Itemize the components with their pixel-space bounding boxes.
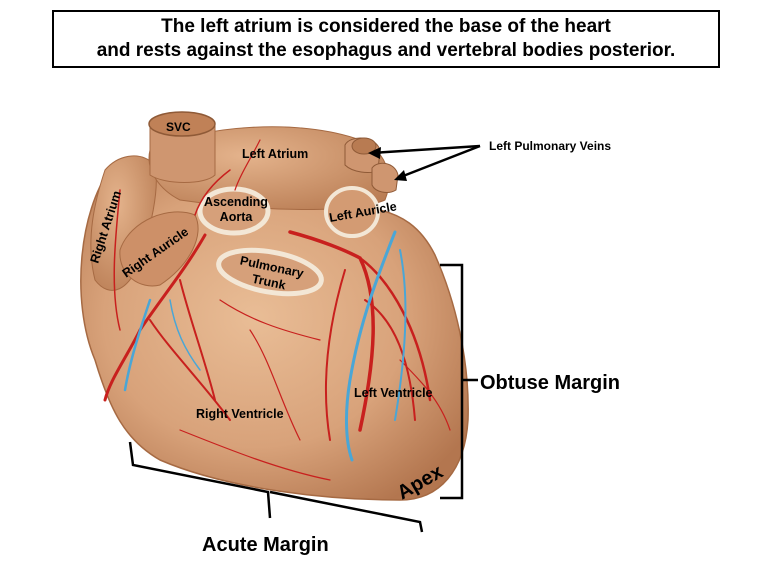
pulmonary-vein-opening-upper [351,137,377,155]
left-pulmonary-vein-lower [371,162,399,193]
pulmonary-vein-arrow-upper [371,144,481,155]
cardiac-veins [123,230,407,462]
right-auricle [119,211,199,287]
label-pulmonary-trunk-2: Trunk [251,272,287,293]
obtuse-margin-bracket [440,263,478,500]
ascending-aorta-rim [197,186,271,236]
svc-vessel [149,123,216,183]
caption-line-2: and rests against the esophagus and vert… [96,40,676,61]
left-auricle-rim [324,186,380,238]
label-left-pulmonary-veins: Left Pulmonary Veins [489,139,611,153]
label-left-ventricle: Left Ventricle [354,386,433,400]
label-ascending-aorta-1: Ascending [204,195,268,209]
label-ascending-aorta-2: Aorta [220,210,254,224]
pulmonary-trunk-rim [216,247,324,297]
label-left-atrium: Left Atrium [242,147,308,161]
heart-illustration [80,111,469,501]
label-acute-margin: Acute Margin [202,534,329,556]
label-right-ventricle: Right Ventricle [196,407,284,421]
acute-margin-bracket [128,441,424,533]
annotation-lines [128,144,481,533]
arrowheads [368,147,407,181]
label-obtuse-margin: Obtuse Margin [480,372,620,394]
pulmonary-vein-arrow-lower [397,144,481,180]
svc-opening [148,111,216,137]
caption-box: The left atrium is considered the base o… [52,10,720,68]
label-svc: SVC [166,120,191,134]
caption-line-1: The left atrium is considered the base o… [161,16,611,37]
